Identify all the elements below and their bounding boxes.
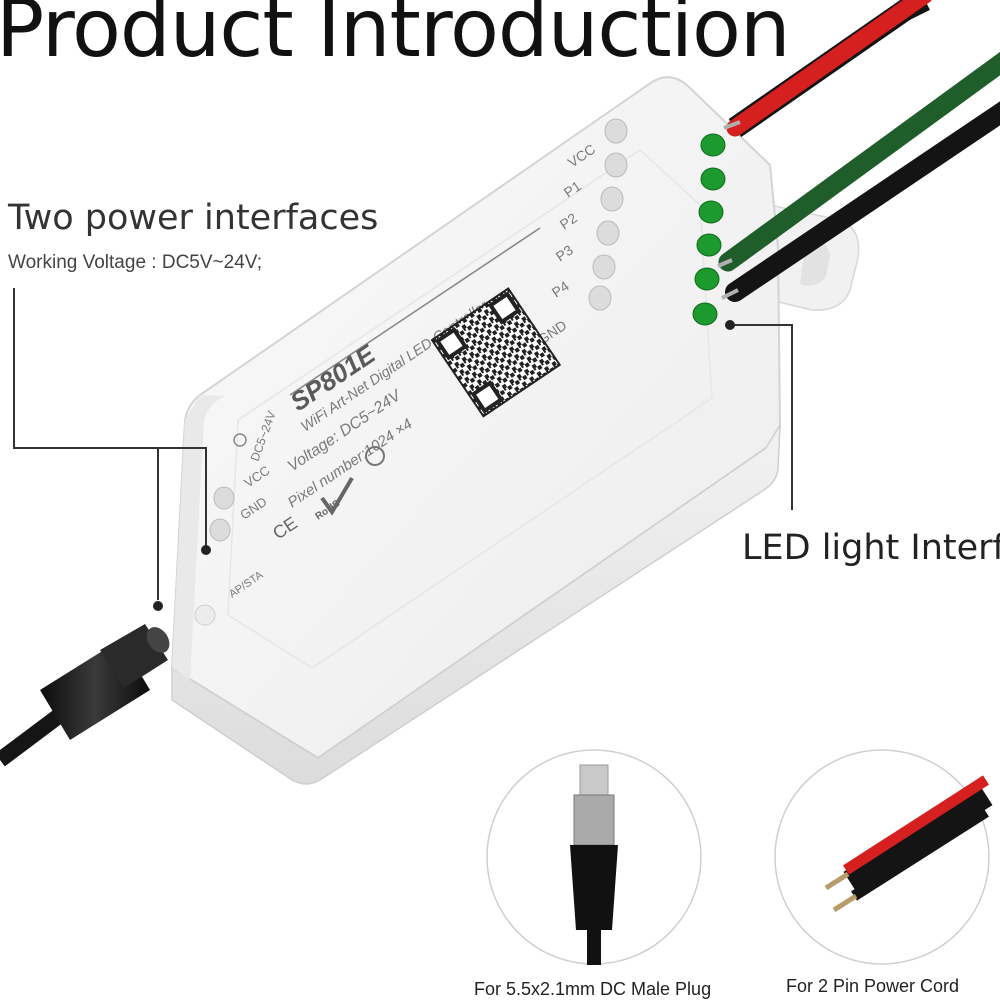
qr-code [430,287,562,418]
polarity-icon [233,433,247,447]
led-terminals [692,133,726,326]
wire-red-tip [723,120,741,130]
wire-black-tip [721,288,739,300]
callout-dot-plug [153,601,163,611]
callout-dot-led [725,320,735,330]
led-callout-line [730,324,793,510]
callout-dot-power-socket [201,545,211,555]
working-voltage-note: Working Voltage : DC5V~24V; [8,252,263,273]
wire-black [725,101,1000,302]
power-callout-lines [13,288,207,600]
housing-left-face [172,395,225,680]
label-divider [289,227,541,396]
dc-plug-caption: For 5.5x2.1mm DC Male Plug [474,979,712,999]
page-title: Product Introduction [0,0,791,75]
wire-green [718,51,1000,272]
port-sockets [588,118,628,311]
accessory-dc-plug [486,749,702,965]
accessory-power-cord [774,749,993,965]
wire-green-tip [717,258,733,268]
housing-front-edge [171,424,781,785]
power-socket-vcc [213,486,235,510]
power-socket-gnd [209,518,231,542]
power-interfaces-heading: Two power interfaces [8,198,379,238]
ap-sta-button[interactable] [194,604,216,626]
wire-red [726,0,932,137]
recycle-icon [365,446,385,466]
label-panel [227,149,713,669]
led-interface-label: LED light Interfa [742,528,1000,568]
power-cord-caption: For 2 Pin Power Cord [786,976,960,996]
dc-plug [0,624,170,767]
rohs-mark [320,476,354,516]
